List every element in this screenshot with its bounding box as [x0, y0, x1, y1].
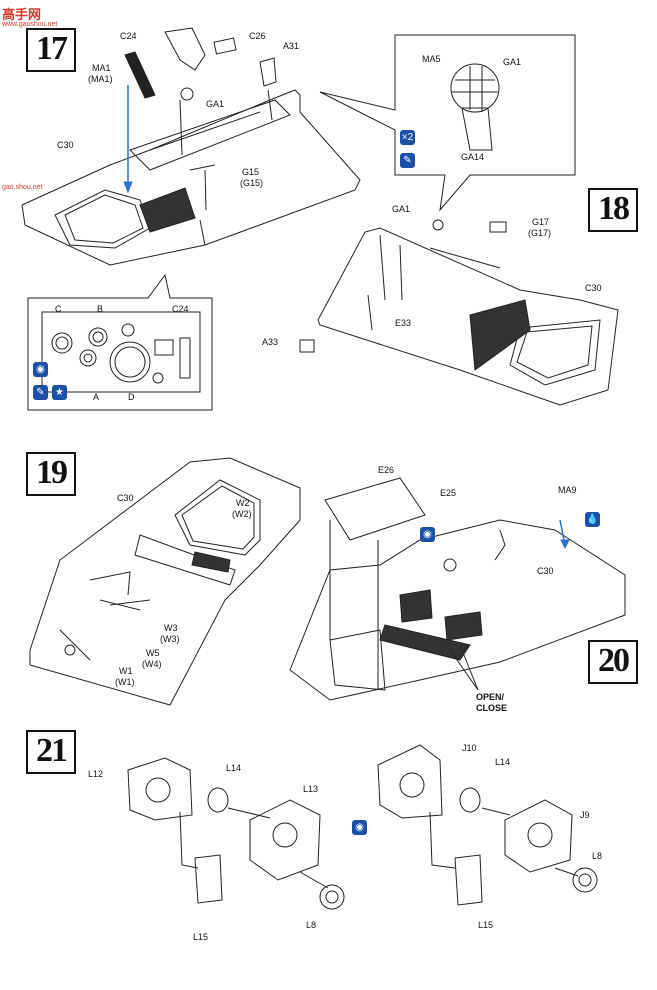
gauge-label-b: B: [97, 304, 104, 314]
paint-icon: ◉: [33, 362, 48, 377]
part-label-w3-alt: (W3): [160, 634, 180, 644]
paint-icon: ◉: [420, 527, 435, 542]
part-label-ga14: GA14: [461, 152, 485, 162]
step21-parts-drawing: [127, 744, 598, 910]
drop-icon: 💧: [585, 512, 600, 527]
part-label-ga1: GA1: [206, 99, 225, 109]
part-label-j10: J10: [462, 743, 477, 753]
step-number-20: 20: [588, 640, 638, 684]
step-number-17: 17: [26, 28, 76, 72]
part-label-w1: W1: [119, 666, 133, 676]
part-label-j9: J9: [580, 810, 590, 820]
watermark-logo: 高手网: [2, 7, 42, 22]
step18-detail-box: [319, 34, 576, 212]
paint-icon: ◉: [352, 820, 367, 835]
part-label-g15-alt: (G15): [240, 178, 264, 188]
part-label-c24-detail: C24: [172, 304, 189, 314]
step17-hull-drawing: [21, 27, 361, 266]
step-number-21: 21: [26, 730, 76, 774]
part-label-l8-right: L8: [592, 851, 603, 861]
part-label-g15: G15: [242, 167, 260, 177]
part-label-ga1-step18: GA1: [392, 204, 411, 214]
part-label-l8: L8: [306, 920, 317, 930]
part-label-e25: E25: [440, 488, 457, 498]
part-label-ma9: MA9: [558, 485, 577, 495]
part-label-g17-alt: (G17): [528, 228, 552, 238]
part-label-a33: A33: [262, 337, 279, 347]
watermark-url: www.gaoshou.net: [2, 21, 58, 28]
part-label-w1-alt: (W1): [115, 677, 135, 687]
gauge-label-c: C: [55, 304, 62, 314]
gauge-label-a: A: [93, 392, 100, 402]
part-label-g17: G17: [532, 217, 550, 227]
part-label-a31: A31: [283, 41, 300, 51]
watermark-side-url: gao.shou.net: [2, 184, 43, 191]
part-label-l12: L12: [88, 769, 104, 779]
part-label-l15-right: L15: [478, 920, 494, 930]
part-label-l15: L15: [193, 932, 209, 942]
part-label-l14-right: L14: [495, 757, 511, 767]
part-label-w4-alt: (W4): [142, 659, 162, 669]
step-number-19: 19: [26, 452, 76, 496]
step19-hull-drawing: [29, 457, 301, 706]
part-label-w5: W5: [146, 648, 160, 658]
part-label-c30-step18: C30: [585, 283, 602, 293]
star-icon: ★: [52, 385, 67, 400]
part-label-l14: L14: [226, 763, 242, 773]
step-number-18: 18: [588, 188, 638, 232]
brush-icon: ✎: [33, 385, 48, 400]
open-close-label-line1: OPEN/: [476, 692, 505, 702]
part-label-l13: L13: [303, 784, 319, 794]
part-label-c30-step20: C30: [537, 566, 554, 576]
part-label-e33: E33: [395, 318, 412, 328]
times-two-icon: ×2: [400, 130, 415, 145]
part-label-w3: W3: [164, 623, 178, 633]
step18-hull-drawing: [299, 219, 619, 406]
part-label-e26: E26: [378, 465, 395, 475]
part-label-c24: C24: [120, 31, 137, 41]
brush-icon: ✎: [400, 153, 415, 168]
part-label-ma1: MA1: [92, 63, 111, 73]
part-label-ga1-detail: GA1: [503, 57, 522, 67]
part-label-w2: W2: [236, 498, 250, 508]
part-label-c30: C30: [57, 140, 74, 150]
step20-hull-drawing: [289, 477, 626, 701]
part-label-ma5: MA5: [422, 54, 441, 64]
open-close-label-line2: CLOSE: [476, 703, 508, 713]
part-label-c26: C26: [249, 31, 266, 41]
gauge-label-d: D: [128, 392, 135, 402]
part-label-ma1-alt: (MA1): [88, 74, 113, 84]
part-label-c30-step19: C30: [117, 493, 134, 503]
part-label-w2-alt: (W2): [232, 509, 252, 519]
